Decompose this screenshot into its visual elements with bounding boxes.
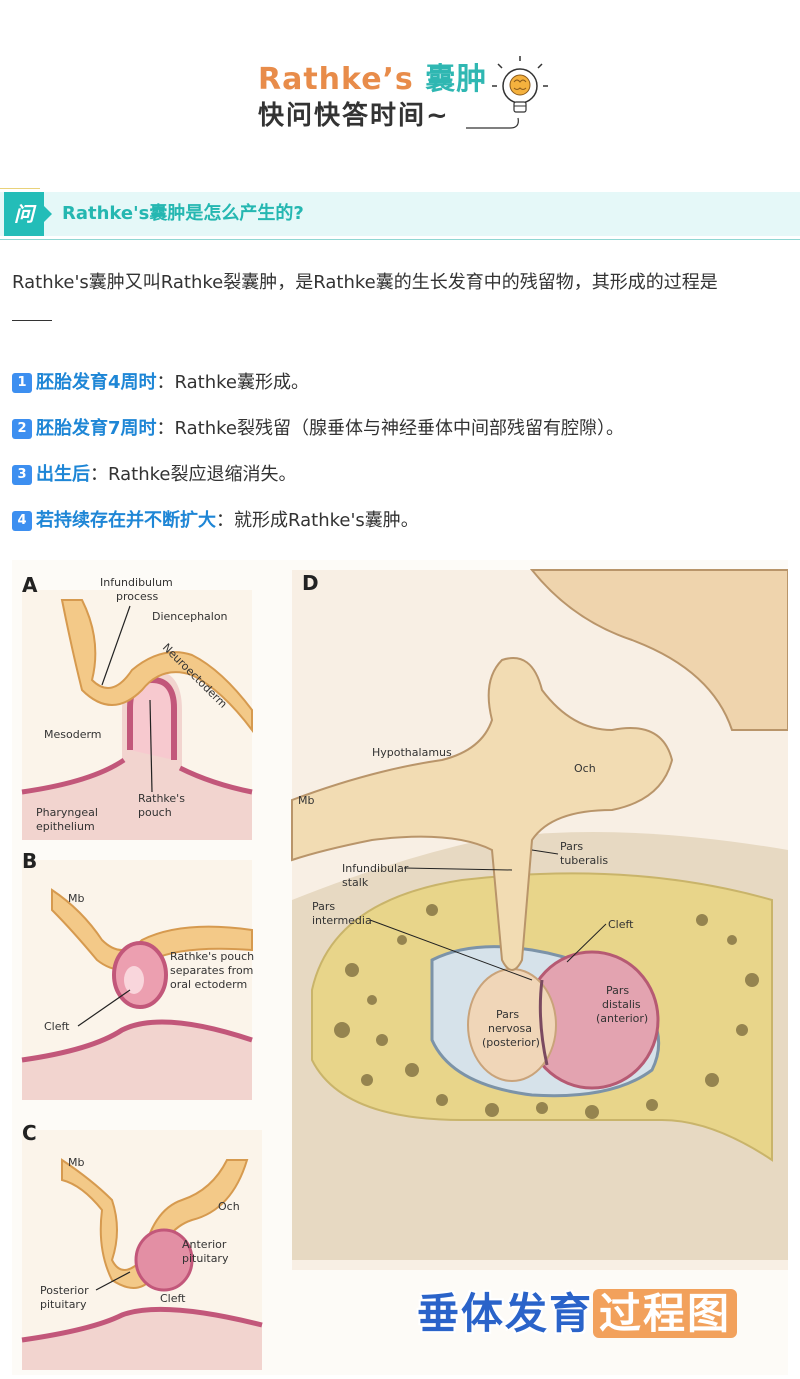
figure-label: pituitary (182, 1252, 229, 1265)
figure-label: Rathke's (138, 792, 185, 805)
caption-part-blue: 垂体发育 (417, 1289, 594, 1338)
question-tag: 问 (4, 192, 44, 236)
figure-label: Posterior (40, 1284, 89, 1297)
number-badge-icon: 4 (12, 511, 32, 531)
panel-b: B Mb Rathke's pouch separates from oral … (21, 849, 254, 1100)
page-title: Rathke’s 囊肿 (258, 54, 487, 98)
figure-label: intermedia (312, 914, 372, 927)
step-key: 若持续存在并不断扩大 (36, 510, 216, 531)
step-text: Rathke裂残留（腺垂体与神经垂体中间部残留有腔隙）。 (174, 418, 624, 439)
question-bar: 问 Rathke's囊肿是怎么产生的? (0, 188, 800, 240)
figure-label: Mb (298, 794, 314, 807)
figure-label: pouch (138, 806, 172, 819)
figure-label: oral ectoderm (170, 978, 247, 991)
figure-label: Pars (560, 840, 583, 853)
figure-label: Och (218, 1200, 240, 1213)
figure-label: (posterior) (482, 1036, 540, 1049)
lightbulb-icon (466, 56, 548, 129)
number-badge-icon: 1 (12, 373, 32, 393)
caption-part-orange: 过程图 (593, 1289, 738, 1338)
panel-c: C Mb Och Anterior pituitary Posterior pi… (21, 1121, 263, 1370)
figure-label: Cleft (44, 1020, 70, 1033)
number-badge-icon: 2 (12, 419, 32, 439)
step-text: 就形成Rathke's囊肿。 (234, 510, 419, 531)
figure-label: Diencephalon (152, 610, 228, 623)
figure-label: Rathke's pouch (170, 950, 254, 963)
figure-label: Anterior (182, 1238, 227, 1251)
title-cn: 囊肿 (425, 62, 488, 97)
figure-label: Och (574, 762, 596, 775)
panel-label: C (22, 1121, 37, 1145)
figure-label: Pharyngeal (36, 806, 98, 819)
figure-label: Hypothalamus (372, 746, 452, 759)
figure-label: process (116, 590, 159, 603)
intro-text: Rathke's囊肿又叫Rathke裂囊肿，是Rathke囊的生长发育中的残留物… (12, 272, 718, 293)
dash-line (12, 320, 52, 321)
figure-label: Infundibulum (100, 576, 173, 589)
step-text: Rathke囊形成。 (174, 372, 309, 393)
divider (0, 239, 800, 240)
figure-label: Pars (606, 984, 629, 997)
figure-caption: 垂体发育过程图 (417, 1280, 738, 1341)
figure-label: (anterior) (596, 1012, 648, 1025)
figure-illustration: A Infundibulum process Diencephalon Neur… (21, 569, 788, 1370)
step-sep: ： (90, 464, 108, 485)
figure-label: Mb (68, 892, 84, 905)
question-text: Rathke's囊肿是怎么产生的? (62, 203, 304, 224)
figure-label: pituitary (40, 1298, 87, 1311)
figure-label: Infundibular (342, 862, 409, 875)
arrow-right-icon (44, 206, 52, 222)
step-key: 胚胎发育7周时 (36, 418, 157, 439)
step-sep: ： (216, 510, 234, 531)
divider (0, 188, 40, 189)
figure-label: Cleft (160, 1292, 186, 1305)
panel-label: A (22, 573, 38, 597)
question-bar-background (0, 192, 800, 236)
figure-label: Cleft (608, 918, 634, 931)
title-en: Rathke’s (258, 62, 414, 97)
figure-label: stalk (342, 876, 369, 889)
figure-label: epithelium (36, 820, 95, 833)
header: Rathke’s 囊肿 快问快答时间~ (0, 0, 800, 150)
panel-d: D Hypothalamus Och Mb Pars tuberalis Inf… (291, 569, 788, 1270)
page-subtitle: 快问快答时间~ (258, 101, 450, 131)
panel-label: B (22, 849, 37, 873)
figure-label: distalis (602, 998, 641, 1011)
figure-label: Pars (312, 900, 335, 913)
step-key: 出生后 (36, 464, 90, 485)
intro-paragraph: Rathke's囊肿又叫Rathke裂囊肿，是Rathke囊的生长发育中的残留物… (12, 268, 790, 321)
figure-label: Pars (496, 1008, 519, 1021)
step-key: 胚胎发育4周时 (36, 372, 157, 393)
step-sep: ： (156, 418, 175, 439)
number-badge-icon: 3 (12, 465, 32, 485)
panel-a: A Infundibulum process Diencephalon Neur… (21, 573, 253, 840)
bone-texture (334, 904, 759, 1119)
figure-label: separates from (170, 964, 253, 977)
figure-label: nervosa (488, 1022, 532, 1035)
figure-label: Mb (68, 1156, 84, 1169)
figure-label: Mesoderm (44, 728, 102, 741)
step-text: Rathke裂应退缩消失。 (108, 464, 297, 485)
step-sep: ： (156, 372, 175, 393)
figure-label: tuberalis (560, 854, 608, 867)
panel-label: D (302, 571, 319, 595)
pituitary-development-figure: A Infundibulum process Diencephalon Neur… (12, 560, 788, 1375)
